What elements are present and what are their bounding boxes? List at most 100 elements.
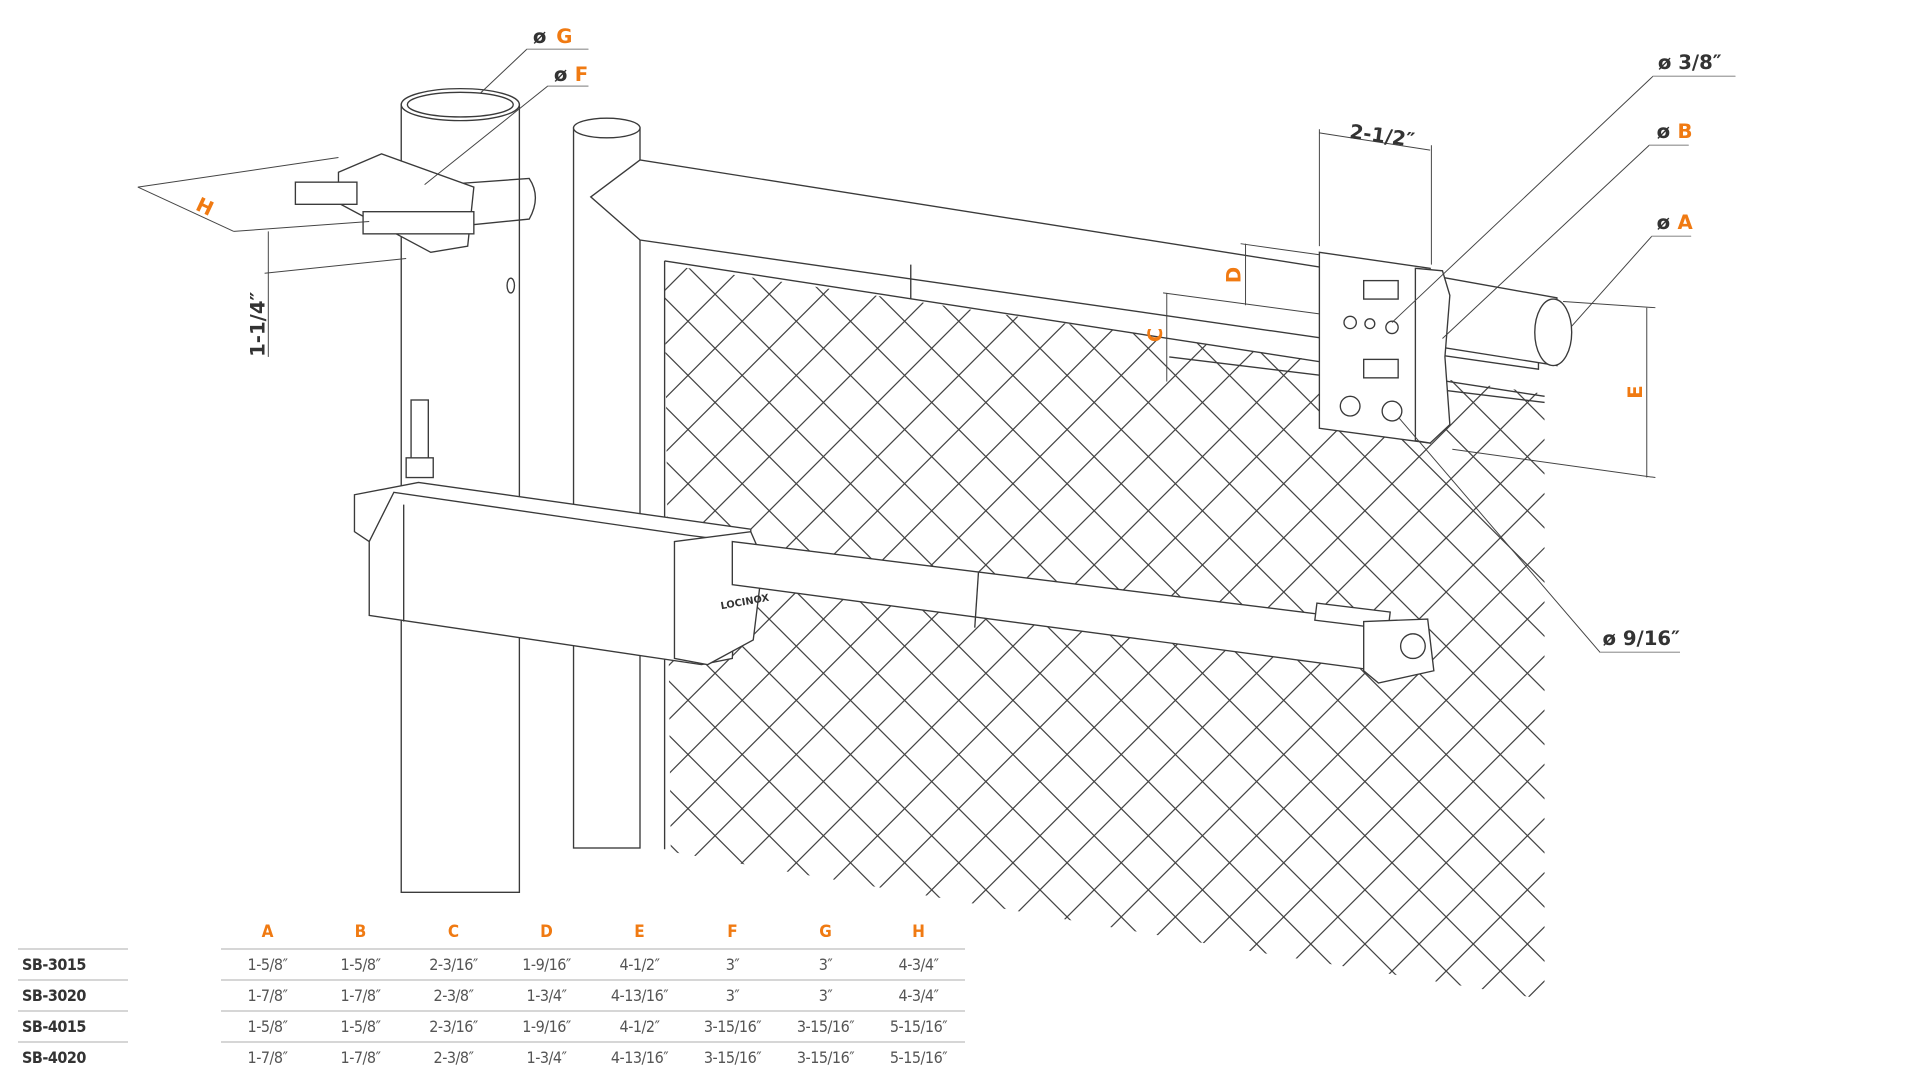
table-cell: 4-13/16″ [593,1041,686,1072]
diameter-symbol: ø [1657,120,1671,143]
diameter-symbol: ø [554,63,568,86]
column-header: C [447,922,460,942]
table-cell: 1-7/8″ [314,1041,407,1072]
dim-label-e: E [1624,385,1647,398]
dim-label-bracket-width: 2-1/2″ [1348,120,1416,152]
bolt-icon [1363,279,1399,300]
column-header: E [634,922,645,942]
mesh-wire [1689,185,1920,1080]
mesh-wire [1743,185,1920,1080]
mesh-wire [1851,185,1920,1080]
dimension-annotations: ø G ø F H 1-1/4″ 2-1/2″ D C E [137,25,1736,654]
table-cell: 2-3/16″ [407,948,500,980]
table-cell: 1-7/8″ [221,979,314,1011]
mesh-wire [1525,264,1545,1000]
dim-label-a: A [1678,211,1694,234]
model-name: SB-4020 [18,1041,128,1072]
table-cell: 1-5/8″ [221,948,314,980]
bolt-icon [362,211,475,235]
table-cell: 5-15/16″ [872,1041,965,1072]
bolt-icon [294,181,358,205]
table-cell: 3″ [779,979,872,1011]
diameter-symbol: ø [1657,211,1671,234]
spacer [128,980,221,1011]
table-cell: 1-3/4″ [500,979,593,1011]
dim-label-hole-small: ø 3/8″ [1658,51,1722,74]
table-cell: 3-15/16″ [686,1010,779,1042]
model-name: SB-3015 [18,948,128,980]
mesh-wire [664,264,826,1000]
table-cell: 3-15/16″ [686,1041,779,1072]
mesh-wire [664,264,1096,1000]
column-header: D [540,922,553,942]
table-cell: 1-7/8″ [314,979,407,1011]
table-cell: 4-1/2″ [593,1010,686,1042]
mesh-wire [1743,185,1920,1080]
column-header: A [261,922,274,942]
mesh-wire [664,264,1259,1000]
dim-label-c: C [1144,328,1167,342]
column-header: B [354,922,367,942]
table-cell: 1-7/8″ [221,1041,314,1072]
table-cell: 4-13/16″ [593,979,686,1011]
mesh-wire [1146,264,1545,1000]
table-cell: 1-9/16″ [500,1010,593,1042]
table-cell: 1-3/4″ [500,1041,593,1072]
stop-bolt [405,399,434,479]
table-cell: 3″ [686,979,779,1011]
post-clamp [294,153,537,254]
mesh-wire [1797,185,1920,1080]
table-cell: 2-3/16″ [407,1010,500,1042]
table-cell: 2-3/8″ [407,979,500,1011]
table-cell: 1-9/16″ [500,948,593,980]
mesh-wire [664,264,988,1000]
gate-operator: LOCINOX [353,481,1435,684]
model-name: SB-4015 [18,1010,128,1042]
dim-label-b: B [1678,120,1693,143]
spacer [128,1011,221,1042]
dim-label-hole-large: ø 9/16″ [1602,627,1680,650]
bolt-icon [1363,358,1399,379]
table-cell: 5-15/16″ [872,1010,965,1042]
table-cell: 3-15/16″ [779,1010,872,1042]
dim-label-offset: 1-1/4″ [247,291,270,356]
mesh-wire [1363,264,1545,1000]
dim-label-h: H [192,193,217,221]
column-header: G [819,922,832,942]
table-cell: 2-3/8″ [407,1041,500,1072]
mesh-wire [1797,185,1920,1080]
column-header: F [727,922,738,942]
table-cell: 4-3/4″ [872,948,965,980]
mesh-wire [1200,264,1545,1000]
mesh-wire [1905,185,1920,1080]
table-header-row: A B C D E F G H [18,916,965,949]
table-cell: 1-5/8″ [314,1010,407,1042]
mesh-wire [1905,185,1920,1080]
diameter-symbol: ø [533,25,547,48]
spacer [128,949,221,980]
table-cell: 1-5/8″ [221,1010,314,1042]
mesh-wire [664,264,1042,1000]
gate-bracket [1318,251,1451,444]
mesh-wire [1309,264,1545,1000]
dim-label-f: F [575,63,588,86]
mesh-wire [664,264,1313,1000]
spacer [128,1042,221,1072]
mesh-wire [1689,185,1920,1080]
dim-label-g: G [556,25,572,48]
column-header: H [912,922,925,942]
table-cell: 3-15/16″ [779,1041,872,1072]
table-cell: 4-3/4″ [872,979,965,1011]
table-cell: 3″ [779,948,872,980]
table-cell: 1-5/8″ [314,948,407,980]
table-cell: 3″ [686,948,779,980]
mesh-wire [1851,185,1920,1080]
mesh-wire [1254,264,1545,1000]
mesh-wire [664,264,880,1000]
mesh-wire [1525,264,1545,1000]
